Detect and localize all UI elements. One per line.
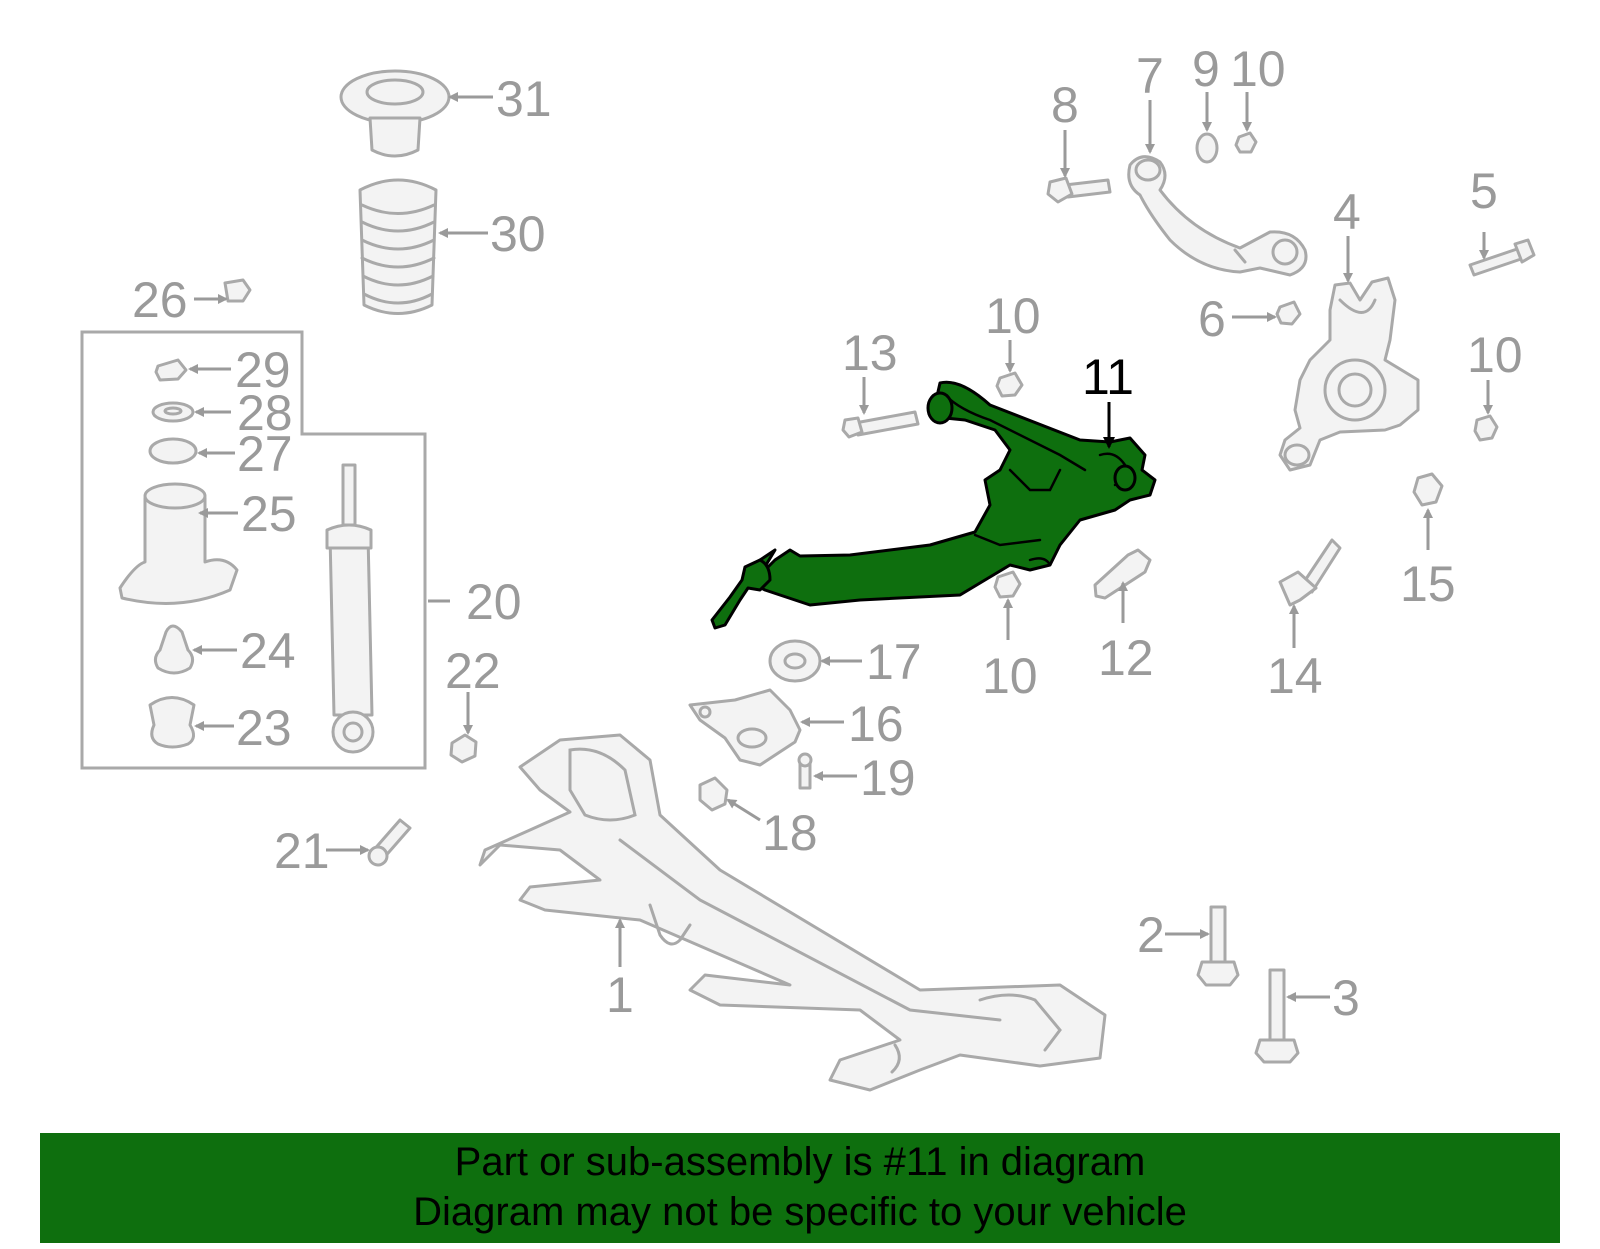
callout-22: 22 — [445, 643, 501, 699]
part-18-nut — [698, 776, 729, 812]
part-11-control-arm — [710, 380, 1157, 630]
callout-17: 17 — [866, 634, 922, 690]
part-6-nut — [1275, 300, 1302, 326]
callout-16: 16 — [848, 696, 904, 752]
callout-26: 26 — [132, 272, 188, 328]
callout-7: 7 — [1136, 48, 1164, 104]
callout-12: 12 — [1098, 630, 1154, 686]
callout-15: 15 — [1400, 556, 1456, 612]
part-30-boot — [358, 178, 438, 315]
banner-line-1: Part or sub-assembly is #11 in diagram — [454, 1140, 1146, 1184]
banner-line-2: Diagram may not be specific to your vehi… — [413, 1190, 1187, 1234]
callout-24: 24 — [240, 623, 296, 679]
callout-30: 30 — [490, 206, 546, 262]
part-10-nut-b — [993, 570, 1022, 599]
part-26-nut — [223, 278, 252, 303]
part-22-nut — [449, 733, 478, 764]
part-31-strut-mount — [339, 69, 451, 158]
part-13-bolt — [841, 410, 920, 439]
part-10-nut-d — [1473, 414, 1499, 442]
part-10-nut-c — [1234, 131, 1258, 154]
callout-10: 10 — [1230, 41, 1286, 97]
part-7-upper-arm — [1127, 155, 1308, 277]
group-20-outline — [80, 330, 427, 770]
callout-11: 11 — [1082, 349, 1134, 405]
part-21-bolt — [367, 818, 412, 867]
callout-8: 8 — [1051, 77, 1079, 133]
callout-31: 31 — [496, 71, 552, 127]
callout-4: 4 — [1333, 184, 1361, 240]
callout-18: 18 — [762, 805, 818, 861]
callout-5: 5 — [1470, 163, 1498, 219]
callout-13: 13 — [842, 325, 898, 381]
part-3-bolt — [1254, 968, 1300, 1064]
part-17-washer — [768, 639, 822, 683]
callout-27: 27 — [237, 426, 293, 482]
callout-9: 9 — [1192, 41, 1220, 97]
part-5-bolt — [1468, 238, 1536, 277]
part-12-link — [1093, 548, 1152, 600]
part-10-nut-a — [995, 371, 1024, 398]
part-2-bolt — [1196, 905, 1240, 987]
callout-29: 29 — [235, 342, 291, 398]
part-16-mount — [688, 688, 802, 767]
callout-10: 10 — [1467, 327, 1523, 383]
callout-19: 19 — [860, 750, 916, 806]
callout-2: 2 — [1137, 907, 1165, 963]
callout-25: 25 — [241, 486, 297, 542]
part-9-washer — [1195, 132, 1219, 164]
callout-20: 20 — [466, 574, 522, 630]
callout-10: 10 — [982, 648, 1038, 704]
callout-23: 23 — [236, 700, 292, 756]
callout-14: 14 — [1267, 648, 1323, 704]
part-14-bolt — [1278, 538, 1342, 607]
callout-21: 21 — [274, 823, 330, 879]
callout-10: 10 — [985, 288, 1041, 344]
callout-6: 6 — [1198, 291, 1226, 347]
part-8-bolt — [1046, 176, 1112, 204]
part-19-bolt — [797, 752, 813, 790]
leader-lines — [188, 92, 1493, 1002]
info-banner: Part or sub-assembly is #11 in diagram D… — [40, 1133, 1560, 1243]
callout-3: 3 — [1332, 970, 1360, 1026]
callout-labels: 31 30 26 29 28 27 25 24 23 20 22 21 1 2 … — [132, 41, 1523, 1026]
part-1-subframe — [478, 733, 1107, 1092]
group-20-parts — [118, 358, 375, 754]
part-4-knuckle — [1278, 276, 1420, 472]
callout-1: 1 — [606, 967, 634, 1023]
callout-28: 28 — [237, 385, 293, 441]
part-15-bushing — [1412, 472, 1444, 507]
